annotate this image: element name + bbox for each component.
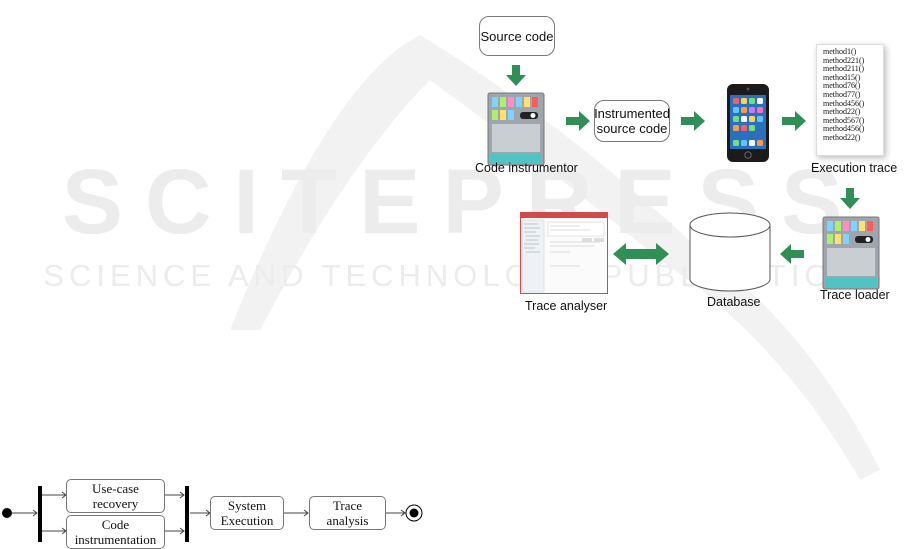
trace-analyser-screenshot	[520, 212, 608, 294]
system-execution-line2: Execution	[220, 513, 274, 528]
start-node-icon	[2, 508, 12, 518]
arrow-right-1	[566, 111, 590, 131]
source-code-box: Source code	[479, 16, 555, 56]
code-instrumentation-line2: instrumentation	[74, 532, 157, 547]
arrow-down-source	[506, 65, 526, 86]
instrumented-source-box: Instrumented source code	[594, 100, 670, 142]
trace-loader-label: Trace loader	[820, 288, 890, 302]
trace-loader-machine-icon	[822, 216, 880, 290]
arrow-down-trace	[840, 188, 860, 209]
fork-bar	[38, 486, 42, 542]
trace-line: method77()	[823, 89, 861, 99]
trace-analysis-node: Trace analysis	[309, 496, 386, 530]
trace-line: method456()	[823, 124, 865, 134]
arrow-right-3	[782, 111, 806, 131]
trace-analysis-line2: analysis	[326, 513, 369, 528]
trace-line: method22()	[823, 132, 861, 142]
instrumented-label-line1: Instrumented	[594, 106, 670, 121]
execution-trace-panel: method1() method221() method211() method…	[816, 44, 884, 156]
code-instrumentation-node: Code instrumentation	[66, 515, 165, 549]
use-case-recovery-node: Use-case recovery	[66, 479, 165, 513]
code-instrumentor-machine-icon	[487, 92, 545, 166]
trace-analysis-line1: Trace	[332, 498, 363, 513]
use-case-recovery-line2: recovery	[92, 496, 139, 511]
instrumented-label-line2: source code	[596, 121, 668, 136]
code-instrumentation-line1: Code	[101, 517, 130, 532]
code-instrumentor-label: Code instrumentor	[475, 161, 578, 175]
trace-line: method15()	[823, 72, 861, 82]
arrow-left-db	[780, 244, 804, 264]
trace-analyser-label: Trace analyser	[525, 299, 608, 313]
database-label: Database	[707, 295, 761, 309]
use-case-recovery-line1: Use-case	[92, 481, 139, 496]
trace-line: method211()	[823, 64, 865, 74]
arrow-double	[613, 243, 669, 265]
trace-line: method567()	[823, 115, 865, 125]
smartphone-icon	[727, 84, 769, 162]
trace-line: method22()	[823, 107, 861, 117]
execution-trace-label: Execution trace	[811, 161, 898, 175]
system-execution-node: System Execution	[210, 496, 284, 530]
arrow-right-2	[681, 111, 705, 131]
database-cylinder-icon	[689, 212, 771, 292]
trace-line: method76()	[823, 81, 861, 91]
trace-line: method456()	[823, 98, 865, 108]
system-execution-line1: System	[227, 498, 267, 513]
join-bar	[185, 486, 189, 542]
source-code-label: Source code	[480, 28, 554, 44]
trace-line: method1()	[823, 47, 857, 56]
trace-line: method221()	[823, 55, 865, 65]
